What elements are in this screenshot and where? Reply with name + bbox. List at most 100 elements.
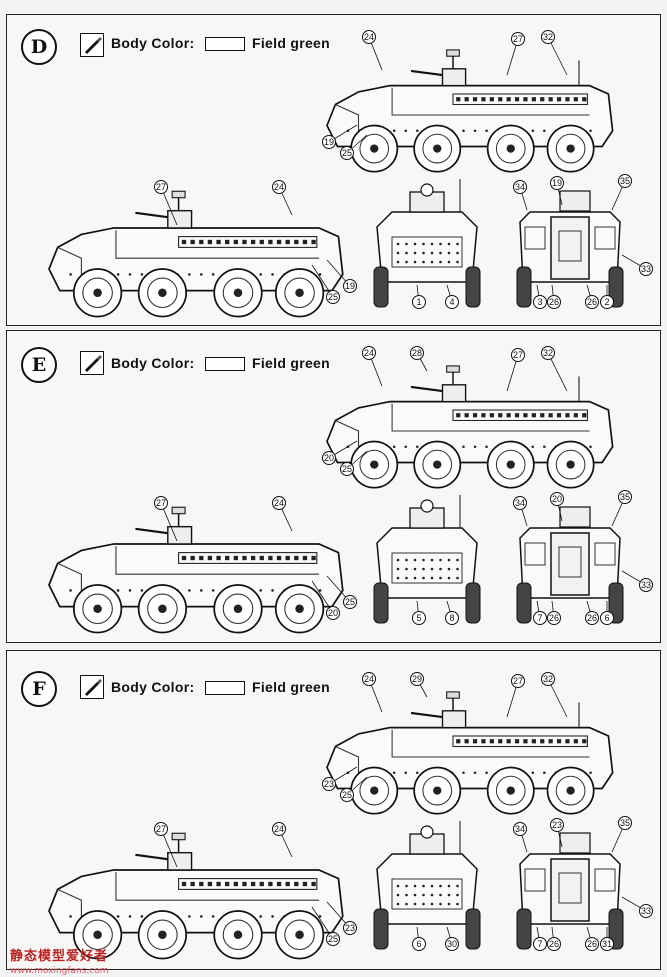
part-callout: 26 [547, 926, 561, 951]
color-name: Field green [252, 679, 330, 695]
callout-number: 34 [515, 498, 525, 508]
part-callout: 23 [550, 818, 564, 848]
wheel-rim [359, 775, 390, 806]
wheel-rim [222, 593, 254, 625]
weapon-station [441, 384, 467, 403]
callout-number: 2 [604, 297, 609, 307]
part-callout: 24 [362, 346, 383, 387]
wheel-hub [566, 460, 575, 469]
callout-number: 27 [513, 676, 523, 686]
tire [608, 266, 624, 308]
callout-number: 24 [274, 824, 284, 834]
part-callout: 25 [326, 575, 357, 609]
wheel-rim [284, 593, 315, 625]
part-callout: 34 [513, 180, 528, 211]
armor-band [178, 552, 318, 564]
tire [373, 266, 389, 308]
watermark: 静态模型爱好者 www.moxingfans.com [10, 945, 109, 976]
wheel-rim [422, 775, 453, 806]
armor-band [452, 93, 588, 106]
callout-number: 24 [364, 674, 374, 684]
section-letter: D [21, 29, 57, 65]
color-name: Field green [252, 355, 330, 371]
part-callout: 27 [506, 674, 525, 718]
callout-number: 24 [274, 498, 284, 508]
tire [465, 908, 481, 950]
side-view [326, 49, 614, 173]
part-callout: 25 [311, 264, 340, 304]
part-callout: 32 [541, 30, 568, 76]
callout-number: 27 [156, 498, 166, 508]
wheel-hub [158, 930, 167, 940]
part-callout: 23 [322, 766, 358, 791]
part-callout: 19 [326, 259, 357, 293]
wheel-hub [566, 144, 575, 153]
callout-number: 1 [416, 297, 421, 307]
part-callout: 27 [506, 348, 525, 392]
watermark-url: www.moxingfans.com [10, 966, 109, 976]
rear-view [516, 832, 624, 950]
callout-number: 26 [587, 297, 597, 307]
body-color-label: Body Color: [111, 355, 195, 371]
part-callout: 7 [533, 926, 547, 951]
tire [373, 582, 389, 624]
gun-barrel [135, 527, 168, 535]
wheel-hub [93, 930, 102, 940]
wheel-rim [222, 919, 254, 951]
wheel-rim [555, 449, 586, 480]
part-callout: 7 [533, 600, 547, 625]
wheel-hub [93, 288, 102, 298]
part-callout: 26 [585, 600, 599, 625]
callout-number: 32 [543, 674, 553, 684]
front-view [373, 495, 481, 624]
part-callout: 27 [506, 32, 525, 76]
callout-number: 6 [604, 613, 609, 623]
rear-ramp [550, 532, 590, 596]
callout-number: 25 [342, 790, 352, 800]
callout-number: 25 [328, 292, 338, 302]
part-callout: 35 [611, 816, 632, 853]
part-callout: 6 [600, 601, 614, 625]
weapon-station [167, 525, 193, 545]
part-callout: 24 [362, 672, 383, 713]
part-callout: 25 [340, 776, 368, 802]
gun-barrel [410, 711, 443, 719]
part-callout: 24 [272, 822, 293, 858]
part-callout: 23 [326, 901, 357, 935]
part-callout: 2 [600, 285, 614, 309]
watermark-text: 静态模型爱好者 [10, 949, 109, 964]
part-callout: 33 [621, 254, 653, 276]
part-callout: 24 [272, 496, 293, 532]
side-view [48, 190, 344, 318]
callout-number: 26 [549, 939, 559, 949]
callout-number: 7 [537, 613, 542, 623]
callout-number: 25 [328, 934, 338, 944]
part-callout: 34 [513, 822, 528, 853]
part-callout: 32 [541, 346, 568, 392]
part-callout: 26 [585, 284, 599, 309]
gun-barrel [135, 853, 168, 861]
front-view [373, 821, 481, 950]
callout-number: 20 [552, 494, 562, 504]
part-callout: 33 [621, 896, 653, 918]
weapon-station [441, 710, 467, 729]
part-callout: 25 [340, 450, 368, 476]
callout-number: 24 [364, 32, 374, 42]
part-callout: 35 [611, 174, 632, 211]
part-callout: 25 [340, 134, 368, 160]
part-callout: 26 [547, 284, 561, 309]
part-callout: 5 [412, 600, 426, 625]
part-callout: 27 [154, 822, 178, 868]
wheel-rim [495, 449, 526, 480]
wheel-hub [506, 144, 515, 153]
part-callout: 27 [154, 496, 178, 542]
tire [608, 582, 624, 624]
tire [373, 908, 389, 950]
wheel-hub [158, 604, 167, 614]
wheel-rim [82, 593, 113, 625]
wheel-rim [555, 775, 586, 806]
